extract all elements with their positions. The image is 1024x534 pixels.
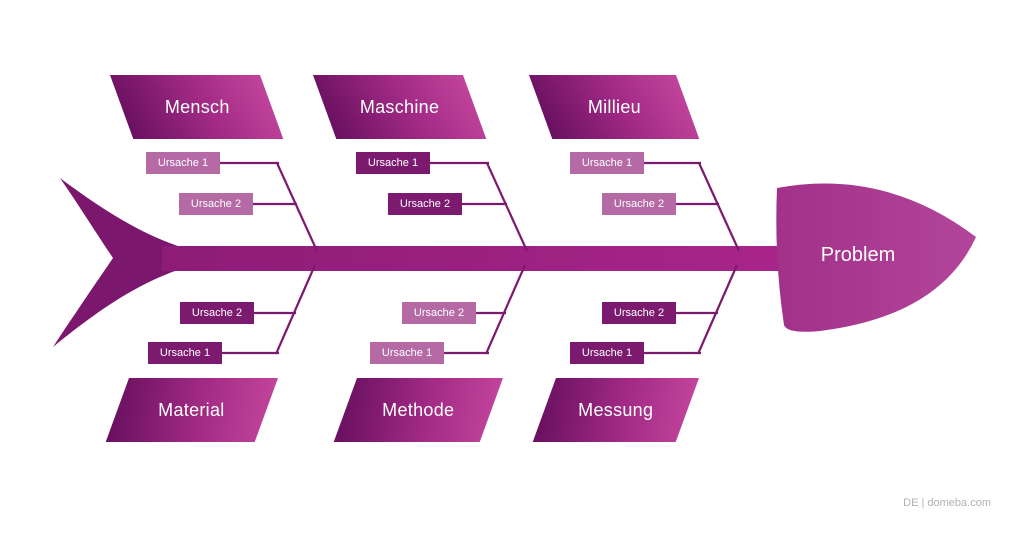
cause-label: Ursache 1 [581,157,633,169]
rib-line [274,264,317,355]
category-box-mensch: Mensch [110,75,284,139]
cause-label: Ursache 2 [399,198,451,210]
fish-tail-shape [53,178,184,347]
cause-box-millieu-2: Ursache 2 [602,193,676,215]
cause-label: Ursache 2 [190,198,242,210]
cause-box-messung-2: Ursache 2 [602,302,676,324]
cause-label: Ursache 1 [159,347,211,359]
category-label: Material [158,399,226,420]
rib-line [275,162,319,252]
category-label: Methode [382,399,455,420]
category-box-messung: Messung [532,378,699,442]
cause-box-mensch-1: Ursache 1 [146,152,220,174]
category-box-methode: Methode [333,378,503,442]
cause-label: Ursache 2 [191,307,243,319]
cause-box-millieu-1: Ursache 1 [570,152,644,174]
cause-box-material-2: Ursache 2 [180,302,254,324]
cause-label: Ursache 2 [613,198,665,210]
cause-label: Ursache 1 [157,157,209,169]
cause-box-maschine-1: Ursache 1 [356,152,430,174]
fish-spine [162,246,786,271]
cause-label: Ursache 2 [613,307,665,319]
cause-label: Ursache 1 [581,347,633,359]
category-label: Messung [578,399,654,420]
fish-head-shape [776,183,976,332]
category-label: Maschine [359,96,440,117]
cause-label: Ursache 1 [367,157,419,169]
cause-box-methode-2: Ursache 2 [402,302,476,324]
cause-box-material-1: Ursache 1 [148,342,222,364]
rib-line [697,162,741,252]
category-box-maschine: Maschine [313,75,487,139]
category-box-millieu: Millieu [529,75,700,139]
category-label: Mensch [164,96,230,117]
cause-label: Ursache 1 [381,347,433,359]
cause-box-maschine-2: Ursache 2 [388,193,462,215]
cause-box-methode-1: Ursache 1 [370,342,444,364]
bone-lines [216,161,741,355]
cause-label: Ursache 2 [413,307,465,319]
rib-line [485,162,529,252]
rib-line [484,264,527,355]
watermark: DE | domeba.com [903,497,991,509]
category-box-material: Material [105,378,278,442]
category-label: Millieu [587,96,641,117]
rib-line [696,264,739,355]
cause-box-mensch-2: Ursache 2 [179,193,253,215]
problem-label: Problem [820,244,896,266]
cause-box-messung-1: Ursache 1 [570,342,644,364]
